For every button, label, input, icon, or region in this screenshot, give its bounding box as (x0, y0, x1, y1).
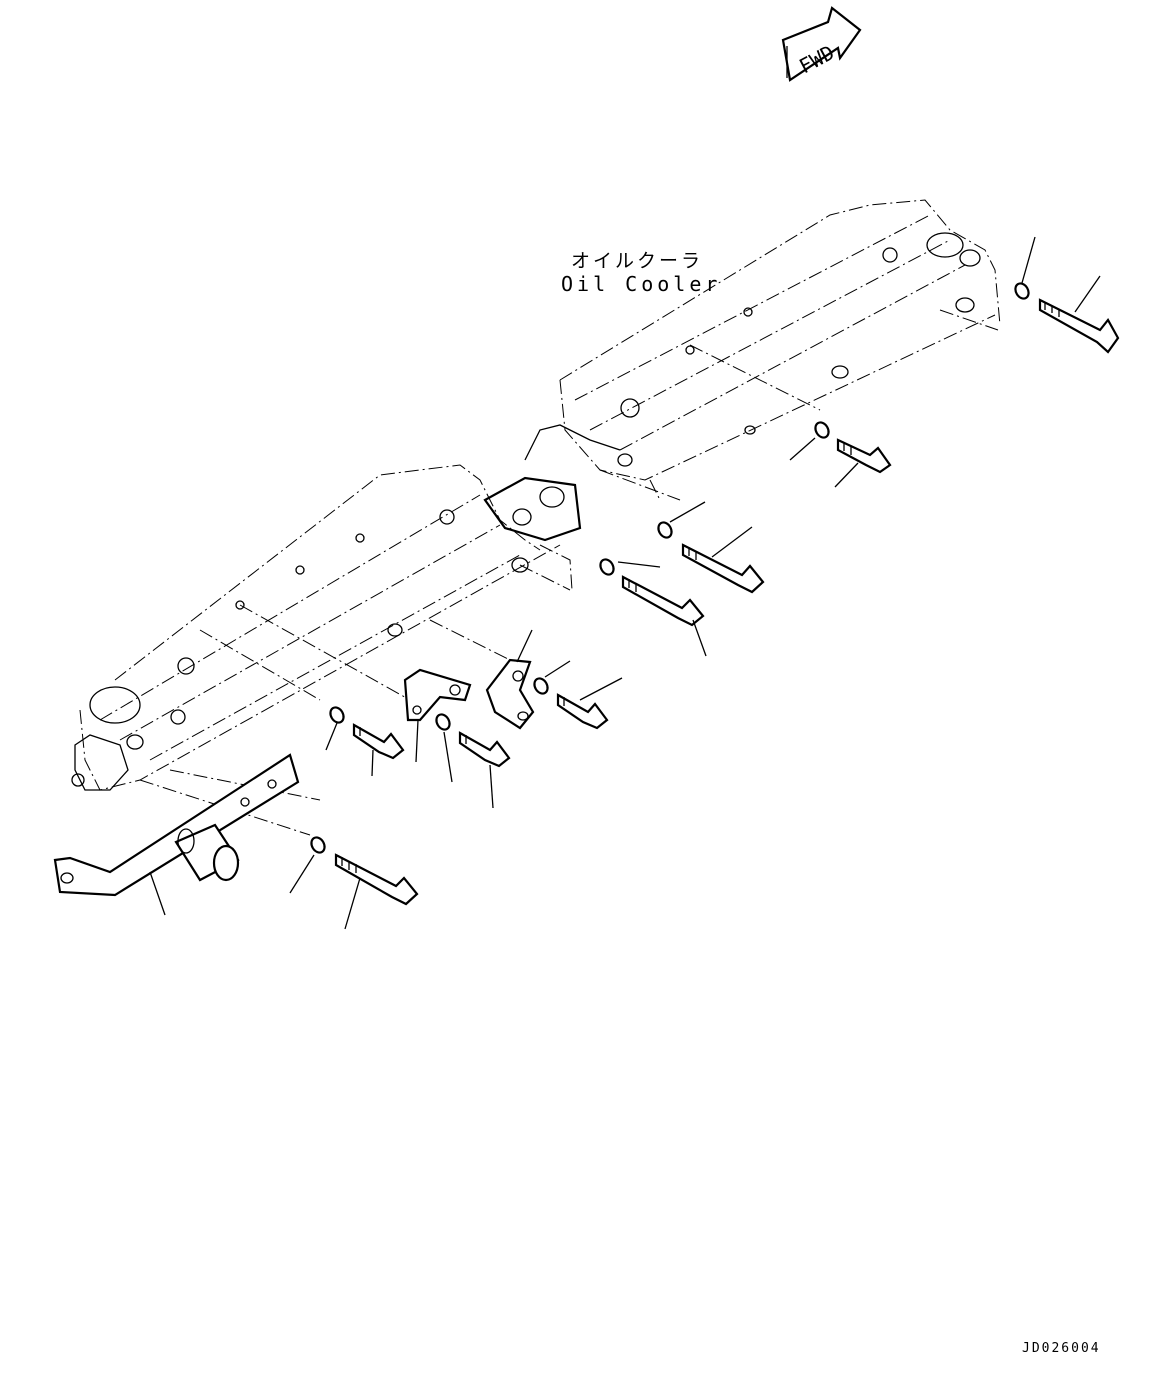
washers (309, 281, 1031, 855)
fwd-arrow-icon: FWD (783, 8, 860, 80)
bolt-short-2 (558, 695, 607, 728)
bolt-short-4 (354, 725, 403, 758)
bolt-long-1 (1040, 300, 1118, 352)
connecting-pipe (485, 478, 580, 590)
support-bar (55, 755, 298, 895)
bolt-short-1 (838, 440, 890, 472)
drawing-code: JD026004 (1022, 1341, 1101, 1356)
bolt-long-3 (623, 577, 703, 625)
bolt-long-2 (683, 545, 763, 592)
part-name-japanese: オイルクーラ (571, 250, 704, 272)
part-name-english: Oil Cooler (561, 272, 722, 296)
bolt-long-4 (336, 855, 417, 904)
oil-cooler-left-phantom (72, 465, 560, 835)
bracket-right (487, 660, 533, 728)
oil-cooler-right-phantom (525, 200, 1000, 500)
bolts (336, 300, 1118, 904)
callout-leaders (150, 237, 1100, 929)
bracket-left (405, 670, 470, 720)
bolt-short-3 (460, 733, 509, 766)
